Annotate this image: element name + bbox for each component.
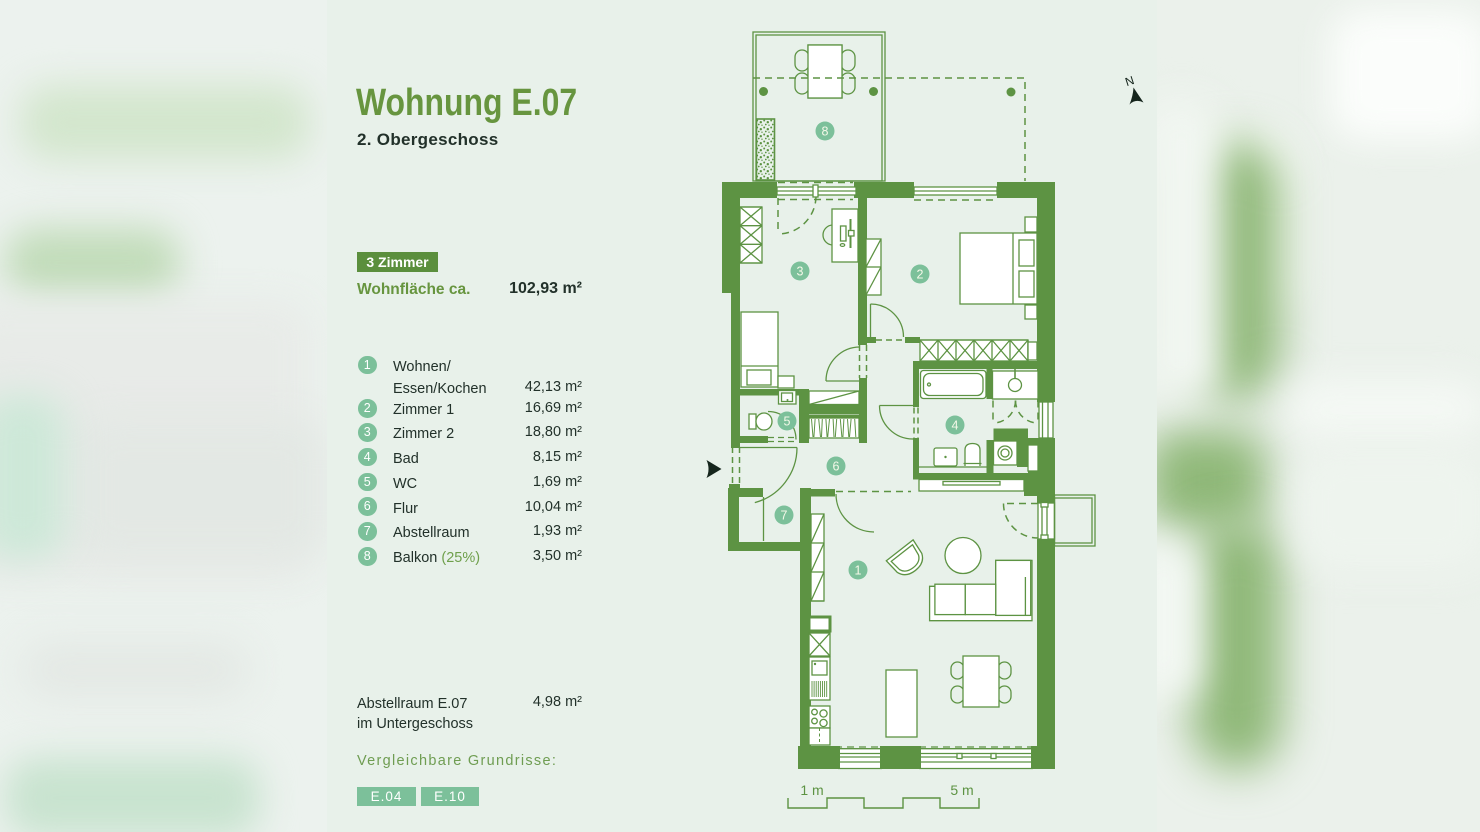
svg-text:8: 8 <box>822 124 829 138</box>
svg-text:3: 3 <box>797 264 804 278</box>
svg-text:7: 7 <box>781 508 788 522</box>
svg-text:1 m: 1 m <box>800 782 823 798</box>
svg-text:1: 1 <box>855 563 862 577</box>
svg-text:N: N <box>1123 73 1136 89</box>
svg-text:6: 6 <box>833 459 840 473</box>
svg-text:5 m: 5 m <box>950 782 973 798</box>
svg-text:2: 2 <box>917 267 924 281</box>
svg-text:4: 4 <box>952 418 959 432</box>
svg-text:5: 5 <box>784 414 791 428</box>
